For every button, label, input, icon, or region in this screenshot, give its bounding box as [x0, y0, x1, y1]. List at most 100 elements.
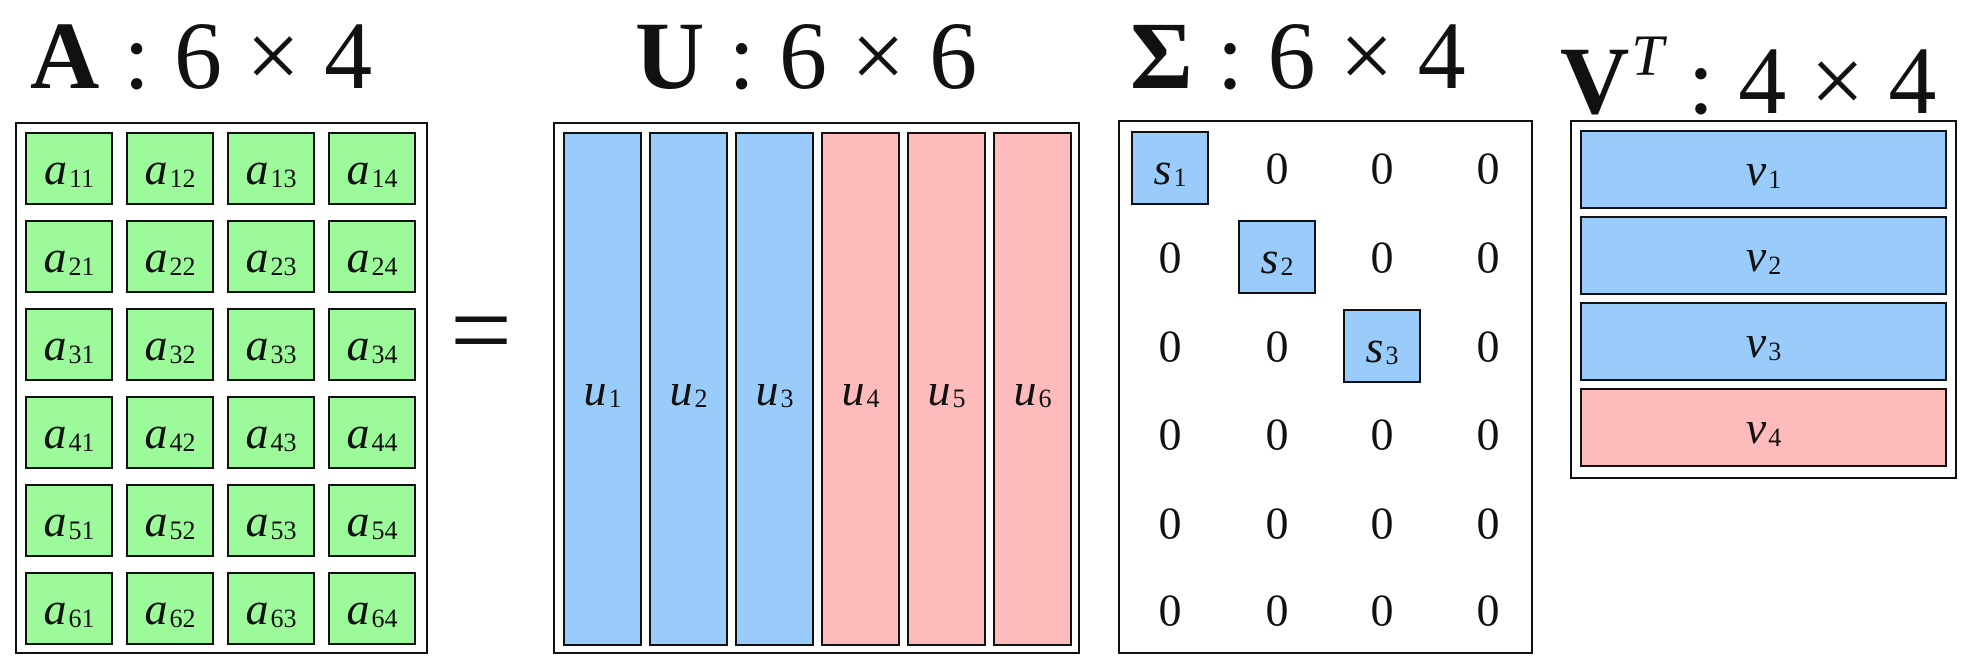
sigma-zero-entry: 0 — [1158, 408, 1182, 460]
matrix-u-column-base: u — [583, 363, 607, 415]
matrix-u-column-subscript: 5 — [952, 384, 966, 413]
matrix-a-cell-base: a — [346, 231, 370, 282]
sigma-singular-value-subscript: 1 — [1173, 163, 1187, 192]
matrix-a-cell-base: a — [43, 407, 67, 458]
matrix-a-cell-subscript: 64 — [371, 603, 398, 633]
matrix-a-cell-subscript: 44 — [371, 427, 398, 457]
matrix-a-cell-subscript: 42 — [169, 427, 196, 457]
matrix-a-symbol: A — [30, 2, 100, 109]
matrix-u-column-base: u — [1013, 363, 1037, 415]
matrix-a-cell-subscript: 23 — [270, 251, 297, 281]
matrix-a-cell-subscript: 12 — [169, 163, 196, 193]
matrix-a-cell-base: a — [144, 231, 168, 282]
matrix-a-cell-subscript: 53 — [270, 515, 297, 545]
matrix-a-cell-subscript: 63 — [270, 603, 297, 633]
matrix-a-cell-subscript: 52 — [169, 515, 196, 545]
matrix-u-column-subscript: 6 — [1038, 384, 1052, 413]
sigma-zero-entry: 0 — [1370, 497, 1394, 549]
matrix-a-cell-base: a — [43, 319, 67, 370]
sigma-zero-entry: 0 — [1158, 231, 1182, 283]
matrix-a-cell-subscript: 61 — [68, 603, 95, 633]
matrix-sigma-dims: : 6 × 4 — [1216, 2, 1466, 109]
matrix-a-cell-base: a — [43, 495, 67, 546]
matrix-a-dims: : 6 × 4 — [123, 2, 373, 109]
matrix-a-cell-base: a — [245, 143, 269, 194]
matrix-sigma-symbol: Σ — [1130, 2, 1193, 109]
sigma-zero-entry: 0 — [1476, 231, 1500, 283]
sigma-zero-entry: 0 — [1370, 584, 1394, 636]
matrix-a-cell-subscript: 54 — [371, 515, 398, 545]
matrix-vt-row-base: v — [1745, 144, 1767, 195]
sigma-zero-entry: 0 — [1158, 320, 1182, 372]
sigma-singular-value-base: s — [1365, 320, 1384, 372]
matrix-a-cell-base: a — [245, 407, 269, 458]
sigma-zero-entry: 0 — [1265, 320, 1289, 372]
sigma-zero-entry: 0 — [1476, 584, 1500, 636]
sigma-zero-entry: 0 — [1476, 320, 1500, 372]
matrix-a-cell-base: a — [144, 143, 168, 194]
matrix-u-symbol: U — [635, 2, 705, 109]
matrix-a-cell-subscript: 33 — [270, 339, 297, 369]
sigma-zero-entry: 0 — [1265, 408, 1289, 460]
matrix-a-cell-base: a — [43, 583, 67, 634]
matrix-a-cell-base: a — [144, 407, 168, 458]
matrix-a-cell-subscript: 34 — [371, 339, 398, 369]
matrix-u-dims: : 6 × 6 — [728, 2, 978, 109]
matrix-a-cell-subscript: 21 — [68, 251, 95, 281]
matrix-vt-row-subscript: 1 — [1768, 164, 1782, 194]
sigma-singular-value-base: s — [1153, 142, 1172, 194]
matrix-a-cell-base: a — [245, 231, 269, 282]
sigma-singular-value-subscript: 2 — [1280, 252, 1294, 281]
matrix-vt-row-base: v — [1745, 316, 1767, 367]
matrix-a-cell-subscript: 43 — [270, 427, 297, 457]
matrix-a-cell-subscript: 31 — [68, 339, 95, 369]
matrix-vt-symbol: V — [1560, 27, 1630, 134]
matrix-vt-title: VT : 4 × 4 — [1560, 6, 1936, 131]
matrix-vt-row-subscript: 2 — [1768, 250, 1782, 280]
matrix-a-cell-base: a — [245, 583, 269, 634]
matrix-a-cell-subscript: 13 — [270, 163, 297, 193]
matrix-a-cell-subscript: 51 — [68, 515, 95, 545]
matrix-a-title: A : 6 × 4 — [30, 6, 372, 106]
matrix-u-column-base: u — [841, 363, 865, 415]
matrix-vt-row-subscript: 4 — [1768, 422, 1782, 452]
sigma-zero-entry: 0 — [1370, 142, 1394, 194]
matrix-a-cell-subscript: 11 — [68, 163, 95, 193]
matrix-a-cell-base: a — [346, 407, 370, 458]
sigma-zero-entry: 0 — [1476, 497, 1500, 549]
matrix-a-cell-base: a — [245, 495, 269, 546]
matrix-vt-transpose-sup: T — [1631, 23, 1664, 88]
sigma-singular-value-subscript: 3 — [1385, 341, 1399, 370]
matrix-vt-row-subscript: 3 — [1768, 336, 1782, 366]
